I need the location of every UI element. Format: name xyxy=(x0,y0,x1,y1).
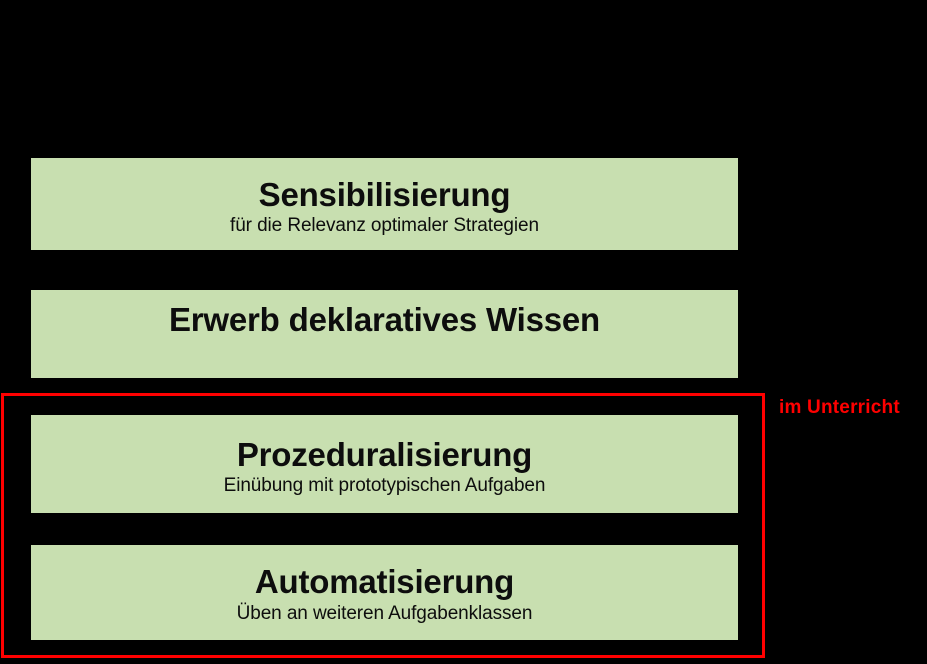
phase-subtitle: für die Relevanz optimaler Strategien xyxy=(230,215,539,237)
phase-box-prozeduralisierung[interactable]: Prozeduralisierung Einübung mit prototyp… xyxy=(31,415,738,513)
phase-box-sensibilisierung[interactable]: Sensibilisierung für die Relevanz optima… xyxy=(31,158,738,250)
phase-title: Erwerb deklaratives Wissen xyxy=(168,301,601,338)
phase-box-erwerb-deklaratives-wissen[interactable]: Erwerb deklaratives Wissen xyxy=(31,290,738,378)
highlight-label: im Unterricht xyxy=(779,397,900,418)
phase-title: Automatisierung xyxy=(254,563,515,601)
phase-title: Prozeduralisierung xyxy=(236,435,533,473)
phase-box-automatisierung[interactable]: Automatisierung Üben an weiteren Aufgabe… xyxy=(31,545,738,640)
phase-subtitle: Einübung mit prototypischen Aufgaben xyxy=(223,475,546,497)
phase-title: Sensibilisierung xyxy=(258,175,511,213)
highlight-frame xyxy=(1,393,765,658)
phase-subtitle: Üben an weiteren Aufgabenklassen xyxy=(236,602,533,624)
